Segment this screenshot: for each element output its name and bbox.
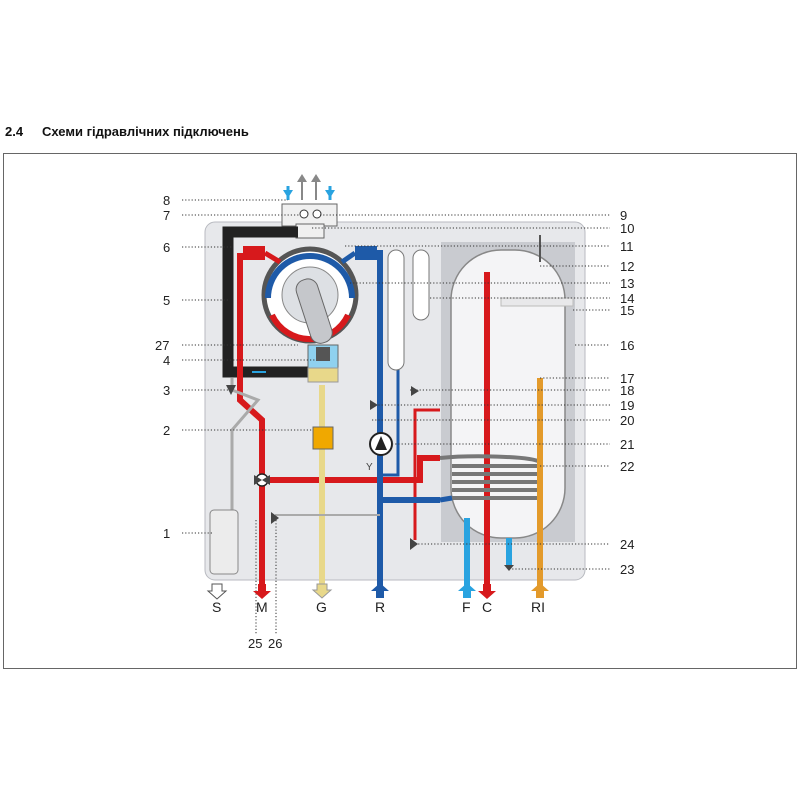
sampling-point-right <box>312 209 322 219</box>
conn-RI: RI <box>531 599 545 615</box>
arrow-RI <box>531 583 549 598</box>
label-13: 13 <box>620 276 634 291</box>
label-27: 27 <box>155 338 169 353</box>
flue-connector <box>295 223 325 239</box>
connection-labels: S M G R F C RI <box>212 599 545 615</box>
section-title: Схеми гідравлічних підключень <box>42 124 249 139</box>
siphon <box>209 509 239 575</box>
label-20: 20 <box>620 413 634 428</box>
label-2: 2 <box>163 423 170 438</box>
label-26: 26 <box>268 636 282 651</box>
left-labels: 8 7 6 5 27 4 3 2 1 <box>155 193 170 541</box>
label-6: 6 <box>163 240 170 255</box>
arrow-M <box>253 584 271 599</box>
dhw-tank <box>450 249 566 539</box>
label-22: 22 <box>620 459 634 474</box>
label-11: 11 <box>620 239 634 254</box>
label-5: 5 <box>163 293 170 308</box>
conn-F: F <box>462 599 471 615</box>
label-4: 4 <box>163 353 170 368</box>
conn-M: M <box>256 599 268 615</box>
label-24: 24 <box>620 537 634 552</box>
label-18: 18 <box>620 383 634 398</box>
return-pipe <box>367 250 383 590</box>
right-labels: 9 10 11 12 13 14 15 16 17 18 19 20 21 22… <box>620 208 634 577</box>
svg-text:Y: Y <box>366 462 373 473</box>
section-heading: 2.4 Схеми гідравлічних підключень <box>0 124 800 144</box>
gas-valve <box>312 426 334 450</box>
label-14: 14 <box>620 291 634 306</box>
conn-G: G <box>316 599 327 615</box>
label-21: 21 <box>620 437 634 452</box>
connection-arrows <box>206 583 549 600</box>
label-12: 12 <box>620 259 634 274</box>
conn-R: R <box>375 599 385 615</box>
conn-C: C <box>482 599 492 615</box>
label-8: 8 <box>163 193 170 208</box>
label-10: 10 <box>620 221 634 236</box>
label-25: 25 <box>248 636 262 651</box>
label-1: 1 <box>163 526 170 541</box>
label-7: 7 <box>163 208 170 223</box>
label-17: 17 <box>620 371 634 386</box>
expansion-vessel-heating <box>387 249 405 371</box>
arrow-S <box>206 583 228 600</box>
label-15: 15 <box>620 303 634 318</box>
label-9: 9 <box>620 208 627 223</box>
arrow-C <box>478 584 496 599</box>
air-duct <box>222 226 312 378</box>
flue-adaptor <box>281 203 338 227</box>
arrow-G <box>311 583 333 599</box>
label-3: 3 <box>163 383 170 398</box>
tank-coil <box>439 454 542 500</box>
label-23: 23 <box>620 562 634 577</box>
diagram-frame <box>3 153 797 669</box>
section-number: 2.4 <box>5 124 24 139</box>
expansion-vessel-dhw <box>412 249 430 321</box>
arrow-F <box>458 583 476 598</box>
burner <box>295 278 333 344</box>
arrow-R <box>371 583 389 598</box>
label-19: 19 <box>620 398 634 413</box>
label-16: 16 <box>620 338 634 353</box>
sampling-point-left <box>299 209 309 219</box>
conn-S: S <box>212 599 221 615</box>
